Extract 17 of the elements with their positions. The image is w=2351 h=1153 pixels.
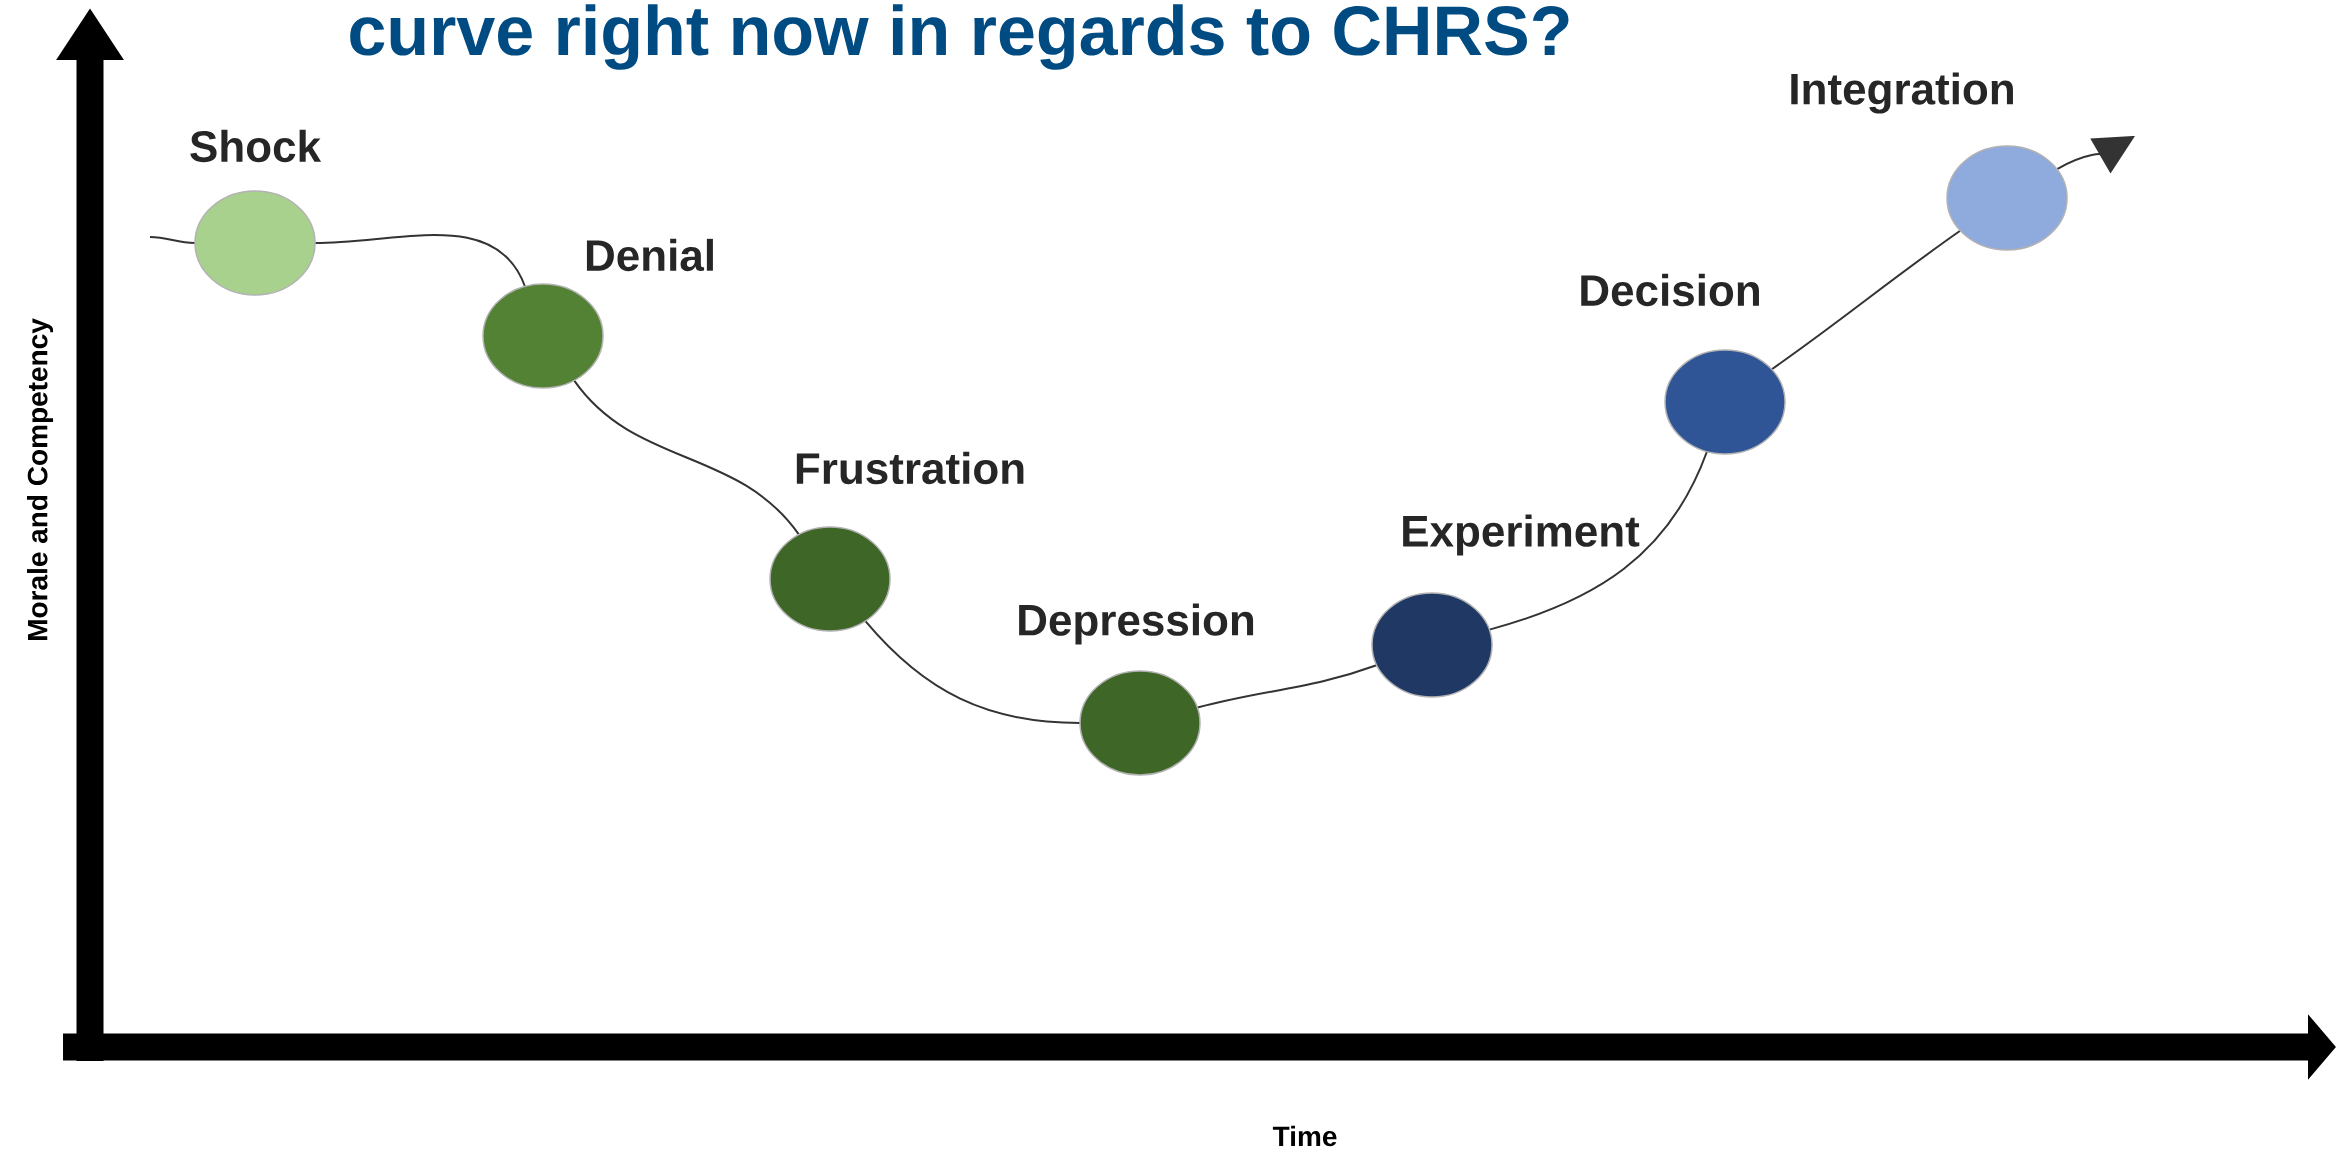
curve-line (1770, 229, 1962, 371)
stage-label: Integration (1791, 72, 2013, 114)
curve-line (864, 620, 1081, 724)
axis-label: Time (1272, 1125, 1337, 1147)
curve-line (1488, 450, 1708, 631)
stage-label: Shock (190, 129, 322, 163)
stage-label: Experiment (1403, 514, 1640, 556)
stage-label: Denial (586, 238, 713, 272)
stage-label: Depression (1019, 603, 1254, 645)
title: curve right now in regards to CHRS? (350, 4, 1569, 70)
stage-label: Frustration (796, 451, 1024, 485)
curve-line (573, 379, 800, 536)
stage-label: Decision (1581, 273, 1759, 307)
curve-line (314, 234, 526, 288)
curve-line (149, 236, 196, 244)
axis-label: Morale and Competency (26, 318, 54, 640)
curve-line (1196, 664, 1378, 709)
